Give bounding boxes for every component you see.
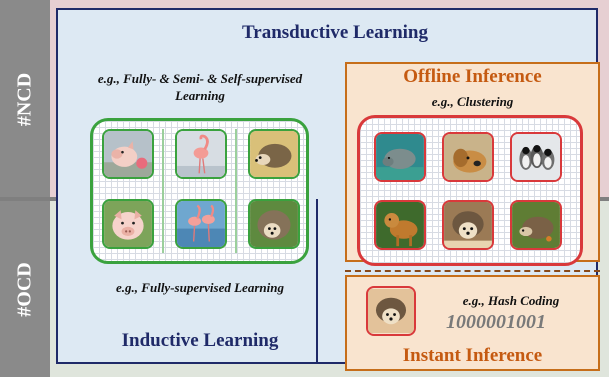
ocd-side-bar: #OCD <box>0 199 50 377</box>
hedgehog-icon <box>510 200 562 250</box>
transductive-example: e.g., Fully- & Semi- & Self-supervised L… <box>97 71 303 103</box>
dog-icon <box>442 132 494 182</box>
pig-icon <box>102 199 154 249</box>
penguin-icon <box>510 132 562 182</box>
pig-icon <box>102 129 154 179</box>
hedgehog-icon <box>442 200 494 250</box>
hedgehog-icon <box>248 199 300 249</box>
manatee-icon <box>374 132 426 182</box>
instant-example: e.g., Hash Coding <box>462 293 560 308</box>
hash-code: 1000001001 <box>446 311 546 333</box>
grid-separator <box>235 129 237 253</box>
hedgehog-icon <box>248 129 300 179</box>
instant-connector-line <box>345 270 600 272</box>
flamingo-icon <box>175 199 227 249</box>
ncd-side-bar: #NCD <box>0 0 50 199</box>
known-class-image-grid <box>90 118 309 264</box>
ocd-label: #OCD <box>13 262 36 317</box>
flamingo-icon <box>175 129 227 179</box>
grid-separator <box>162 129 164 253</box>
dog-icon <box>374 200 426 250</box>
query-hedgehog-icon <box>366 286 416 336</box>
inference-image-grid <box>357 115 583 266</box>
instant-title: Instant Inference <box>402 345 543 366</box>
ncd-label: #NCD <box>13 72 36 127</box>
inductive-example: e.g., Fully-supervised Learning <box>116 280 284 295</box>
offline-example: e.g., Clustering <box>431 94 514 109</box>
transductive-title: Transductive Learning <box>242 22 428 43</box>
inductive-title: Inductive Learning <box>121 330 279 351</box>
offline-title: Offline Inference <box>403 66 542 87</box>
